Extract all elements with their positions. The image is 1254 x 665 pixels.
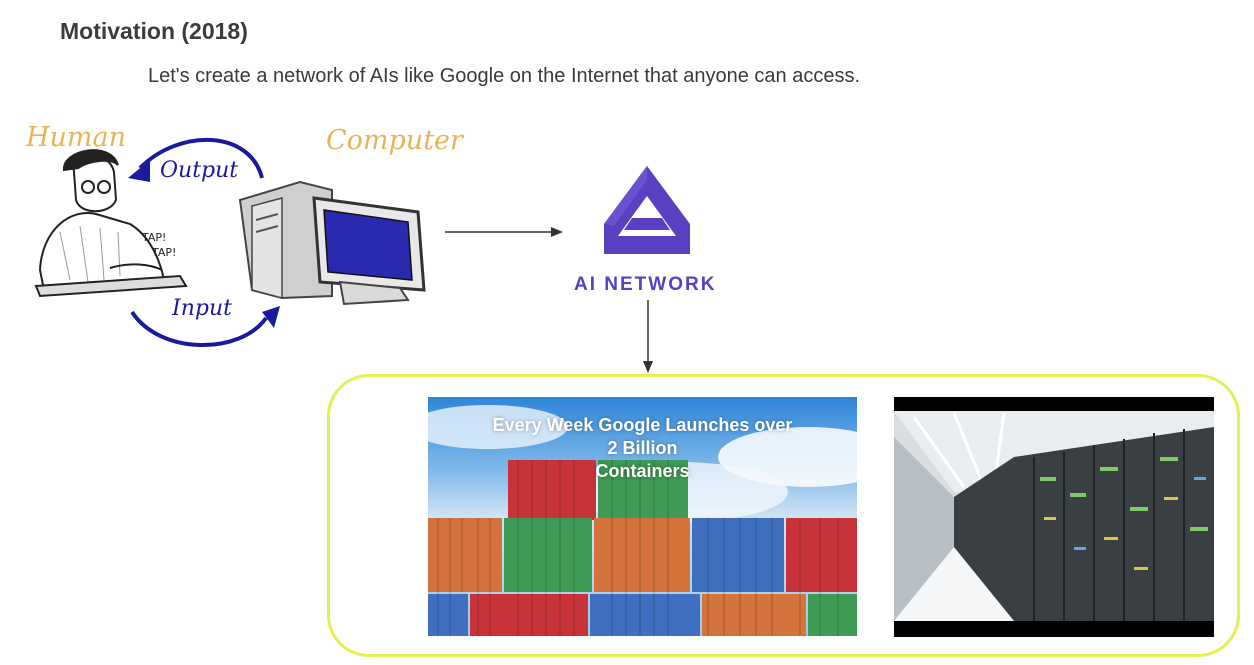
input-arrow-icon: [130, 306, 280, 347]
tap-text: TAP!: [152, 246, 177, 259]
tap-text: TAP!: [142, 231, 167, 244]
computer-label: Computer: [326, 125, 463, 156]
containers-caption: Every Week Google Launches over 2 Billio…: [428, 414, 857, 483]
flow-arrow-right-icon: [445, 227, 563, 237]
containers-photo: Every Week Google Launches over 2 Billio…: [428, 397, 857, 636]
highlight-frame: [327, 374, 1240, 657]
caption-line: 2 Billion: [607, 438, 678, 458]
slide-title: Motivation (2018): [60, 18, 248, 44]
containers-image: [428, 405, 857, 636]
datacenter-photo: [894, 397, 1214, 637]
caption-line: Containers: [595, 461, 690, 481]
output-label: Output: [160, 158, 239, 183]
input-label: Input: [172, 296, 232, 321]
flow-arrow-down-icon: [643, 300, 653, 373]
ai-network-name: AI NETWORK: [574, 274, 717, 295]
computer-icon: [238, 180, 426, 306]
human-figure-icon: [34, 149, 188, 298]
slide-subtitle: Let's create a network of AIs like Googl…: [148, 65, 861, 87]
human-label: Human: [26, 122, 127, 153]
ai-network-logo-icon: [604, 166, 690, 254]
datacenter-image: [894, 411, 1214, 621]
caption-line: Every Week Google Launches over: [492, 415, 793, 435]
output-arrow-icon: [128, 138, 264, 182]
